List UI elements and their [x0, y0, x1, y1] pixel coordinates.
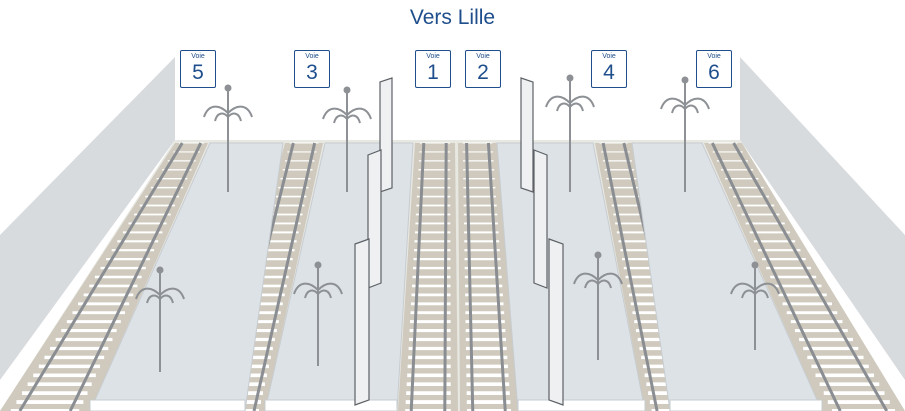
- platform-right-edge: [669, 399, 823, 411]
- direction-title: Vers Lille: [409, 6, 496, 29]
- platform-center-right-edge: [517, 399, 646, 411]
- platform-left-edge: [89, 399, 246, 411]
- voie-sign-label: Voie: [476, 53, 490, 60]
- track-1: [0, 142, 208, 411]
- voie-sign-2: Voie 2: [465, 50, 501, 88]
- lamp-post: [730, 261, 780, 350]
- platform-center-left-edge: [264, 399, 398, 411]
- lamp-post: [322, 86, 372, 192]
- left-wall: [0, 57, 175, 380]
- platform-right: [631, 142, 823, 411]
- voie-sign-label: Voie: [707, 53, 721, 60]
- lamp-post: [203, 84, 253, 192]
- tracks: [0, 142, 905, 411]
- voie-number: 1: [427, 61, 439, 84]
- lamp-post: [573, 251, 623, 360]
- voie-sign-5: Voie 5: [180, 50, 216, 88]
- track-3: [398, 142, 458, 411]
- lamp-post: [135, 266, 185, 372]
- lamp-post: [660, 76, 710, 192]
- voie-number: 5: [192, 61, 204, 84]
- voie-number: 4: [603, 61, 615, 84]
- voie-number: 3: [306, 61, 318, 84]
- shelter-left: [354, 77, 393, 406]
- shelter-right: [520, 77, 564, 406]
- right-wall: [740, 57, 905, 380]
- voie-sign-3: Voie 3: [294, 50, 330, 88]
- voie-sign-1: Voie 1: [415, 50, 451, 88]
- track-4: [458, 142, 518, 411]
- voie-sign-4: Voie 4: [591, 50, 627, 88]
- platform-left: [89, 142, 284, 411]
- voie-sign-label: Voie: [426, 53, 440, 60]
- voie-sign-label: Voie: [602, 53, 616, 60]
- lamp-post: [545, 74, 595, 192]
- lamp-posts: [135, 74, 780, 372]
- voie-sign-label: Voie: [191, 53, 205, 60]
- voie-number: 2: [477, 61, 489, 84]
- voie-sign-label: Voie: [305, 53, 319, 60]
- lamp-post: [293, 261, 343, 366]
- track-6: [704, 142, 905, 411]
- voie-number: 6: [708, 61, 720, 84]
- voie-sign-6: Voie 6: [696, 50, 732, 88]
